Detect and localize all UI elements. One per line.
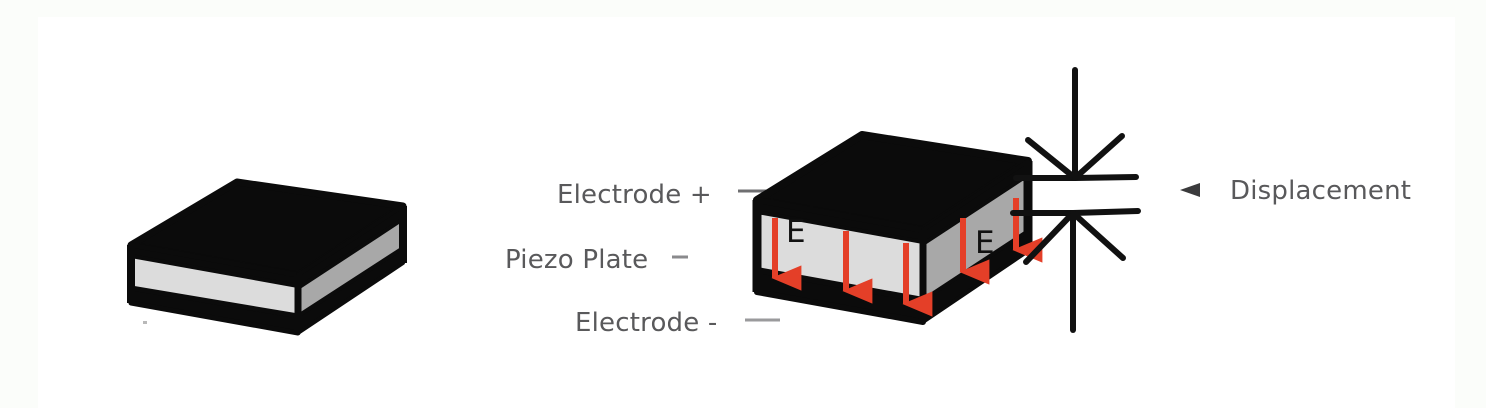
- plate1-speck: [143, 321, 147, 324]
- disp-upper-ray-diag-right: [1072, 133, 1125, 181]
- field-arrows-front-face: [771, 218, 933, 317]
- piezo-plate-plain: [127, 178, 407, 336]
- disp-lower-ray-right: [1070, 208, 1141, 216]
- label-electrode-plus: Electrode +: [557, 180, 712, 210]
- displacement-marker-upper: [1013, 67, 1139, 181]
- field-arrows-side-face: [959, 198, 1043, 285]
- label-displacement: Displacement: [1230, 176, 1412, 206]
- disp-lower-ray-diag-left: [1023, 210, 1076, 265]
- disp-lower-ray-diag-right: [1070, 210, 1126, 261]
- disp-upper-ray-right: [1072, 174, 1139, 181]
- label-electrode-minus: Electrode -: [575, 308, 718, 338]
- label-field-e-side: E: [975, 225, 995, 261]
- label-piezo-plate: Piezo Plate: [505, 245, 649, 275]
- displacement-marker-lower: [1010, 208, 1141, 333]
- piezo-plate-annotated: [752, 131, 1033, 325]
- disp-upper-ray-diag-left: [1025, 137, 1078, 181]
- label-field-e-front: E: [786, 214, 806, 250]
- displacement-pointer-arrow-icon: [1180, 183, 1200, 197]
